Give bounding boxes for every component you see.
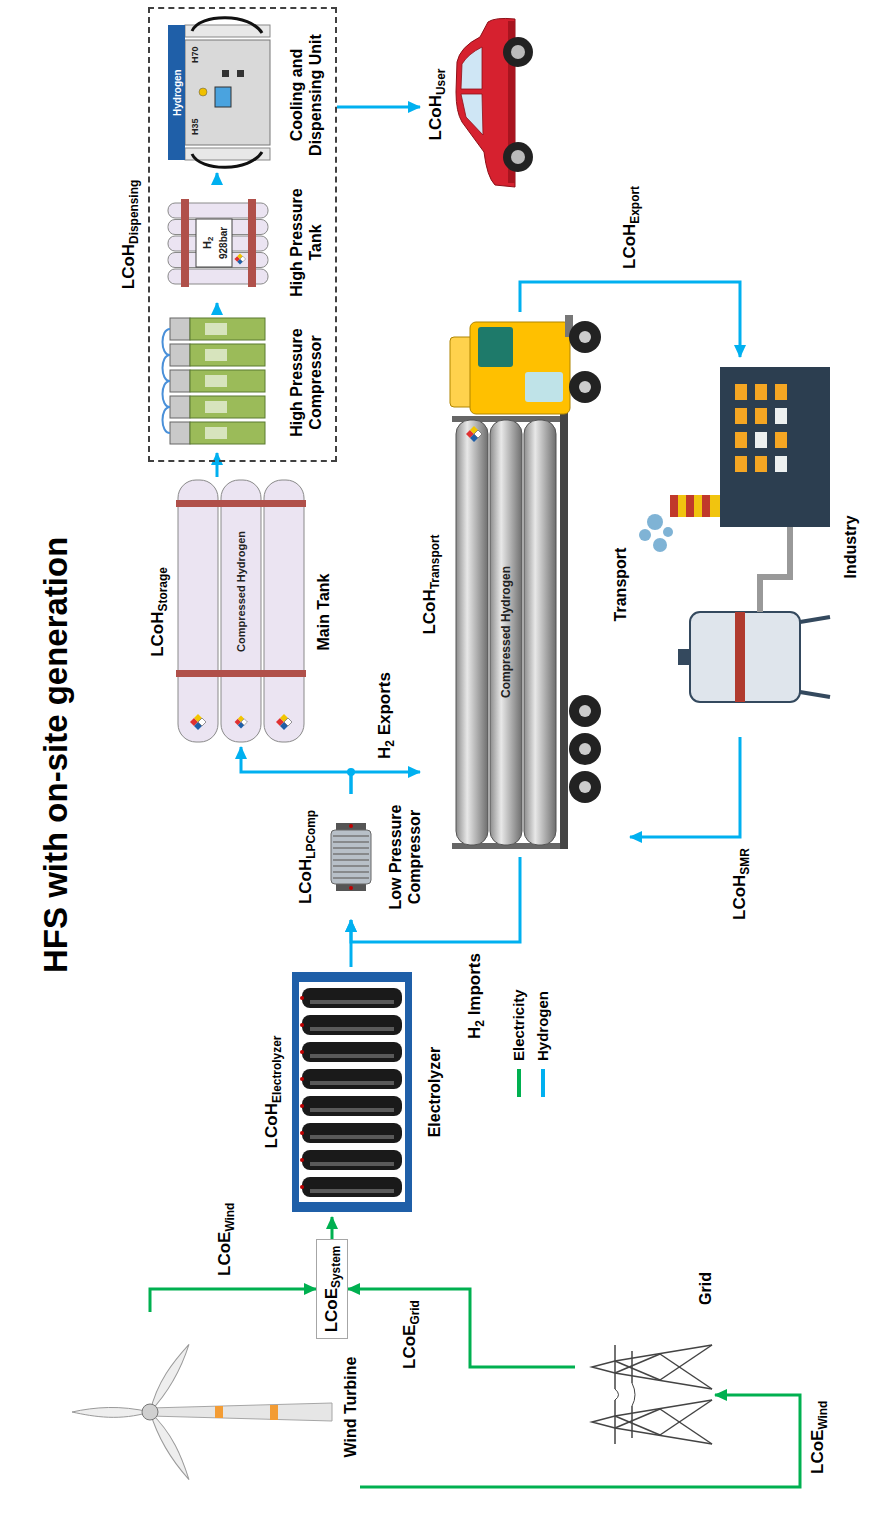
legend-swatch <box>517 1069 521 1097</box>
wind-turbine-illustration <box>72 1342 332 1482</box>
edge-label: LCoEGrid <box>400 1297 420 1372</box>
car-illustration <box>456 18 533 187</box>
pressure-rating: 928bar <box>218 227 229 259</box>
component-label: Grid <box>696 1272 715 1305</box>
cost-label: LCoHTransport <box>420 534 440 634</box>
edge-label: LCoHExport <box>620 183 640 272</box>
legend: Electricity Hydrogen <box>510 989 552 1097</box>
electricity-connector <box>360 1395 800 1487</box>
component-label: Electrolyzer <box>425 1047 444 1138</box>
legend-text: Electricity <box>510 989 528 1061</box>
transport-node: LCoHTransport Transport <box>420 312 630 857</box>
component-label: LCoHUser <box>426 69 446 141</box>
tank-node: High Pressure Tank <box>160 182 325 303</box>
hydrogen-connector <box>216 303 219 312</box>
hydrogen-connector <box>216 453 219 477</box>
hydrogen-connector <box>337 106 420 109</box>
component-label: Transport <box>611 548 630 622</box>
component-label: Cooling and Dispensing Unit <box>287 17 325 173</box>
edge-label: LCoEWind <box>215 1200 235 1279</box>
legend-row: Hydrogen <box>534 989 552 1097</box>
electrolyzer-illustration <box>292 972 412 1212</box>
component-label: High Pressure Compressor <box>287 312 325 453</box>
compressor-node: LCoHLPComp Low Pressure Compressor <box>296 794 424 920</box>
component-label: Wind Turbine <box>341 1357 360 1458</box>
high-pressure-compressor-illustration <box>163 318 266 444</box>
wind-turbine-node: Wind Turbine <box>70 1312 360 1502</box>
compressor-node: High Pressure Compressor <box>160 312 325 453</box>
legend-text: Hydrogen <box>534 991 552 1061</box>
component-label: Low Pressure Compressor <box>386 794 424 920</box>
hydrogen-connector <box>351 857 520 942</box>
component-label: Main Tank <box>314 573 333 650</box>
cost-label: LCoHStorage <box>148 567 168 657</box>
component-label: High Pressure Tank <box>287 182 325 303</box>
low-pressure-compressor-illustration <box>331 823 371 891</box>
electricity-connector <box>331 1217 334 1239</box>
dispenser-node: Cooling and Dispensing Unit <box>160 17 325 173</box>
legend-swatch <box>541 1069 545 1097</box>
industry-illustration <box>639 367 830 702</box>
component-label: LCoESystem <box>322 1246 342 1333</box>
legend-row: Electricity <box>510 989 528 1097</box>
electrolyzer-node: LCoHElectrolyzer Electrolyzer <box>262 967 444 1217</box>
hydrogen-connector <box>241 747 351 794</box>
grid-node: Grid <box>575 1272 715 1462</box>
tank-inscription: H2 <box>201 237 213 249</box>
cost-label: LCoHElectrolyzer <box>262 1036 282 1149</box>
component-label: Industry <box>841 515 860 578</box>
dispenser-sign: Hydrogen <box>172 69 183 116</box>
trailer-inscription: Compressed Hydrogen <box>500 566 513 698</box>
component-label: LCoHDispensing <box>119 9 139 460</box>
hydrogen-connector <box>216 173 219 182</box>
system-box: LCoESystem <box>316 1239 348 1339</box>
grid-pylons-illustration <box>592 1345 712 1444</box>
nozzle-label: H70 <box>191 46 201 63</box>
electricity-connector <box>150 1289 316 1312</box>
edge-label: LCoEWind <box>808 1398 828 1477</box>
main-tank-illustration <box>176 480 306 742</box>
dispenser-illustration <box>168 18 270 168</box>
tank-inscription: Compressed Hydrogen <box>235 531 247 652</box>
industry-node: Industry <box>645 357 860 737</box>
edge-label: H2 Imports <box>465 950 485 1042</box>
electricity-connector <box>348 1289 575 1367</box>
truck-illustration <box>450 315 601 849</box>
edge-label: H2 Exports <box>375 669 395 762</box>
high-pressure-tank-illustration <box>168 199 268 287</box>
hydrogen-connector <box>351 772 420 794</box>
hydrogen-connector <box>630 737 740 837</box>
edge-label: LCoHSMR <box>730 845 750 923</box>
user-node: LCoHUser <box>420 12 545 197</box>
cost-label: LCoHLPComp <box>296 810 316 904</box>
hydrogen-connector <box>520 282 740 357</box>
nozzle-label: H35 <box>191 118 201 135</box>
diagram-title: HFS with on-site generation <box>36 537 76 973</box>
